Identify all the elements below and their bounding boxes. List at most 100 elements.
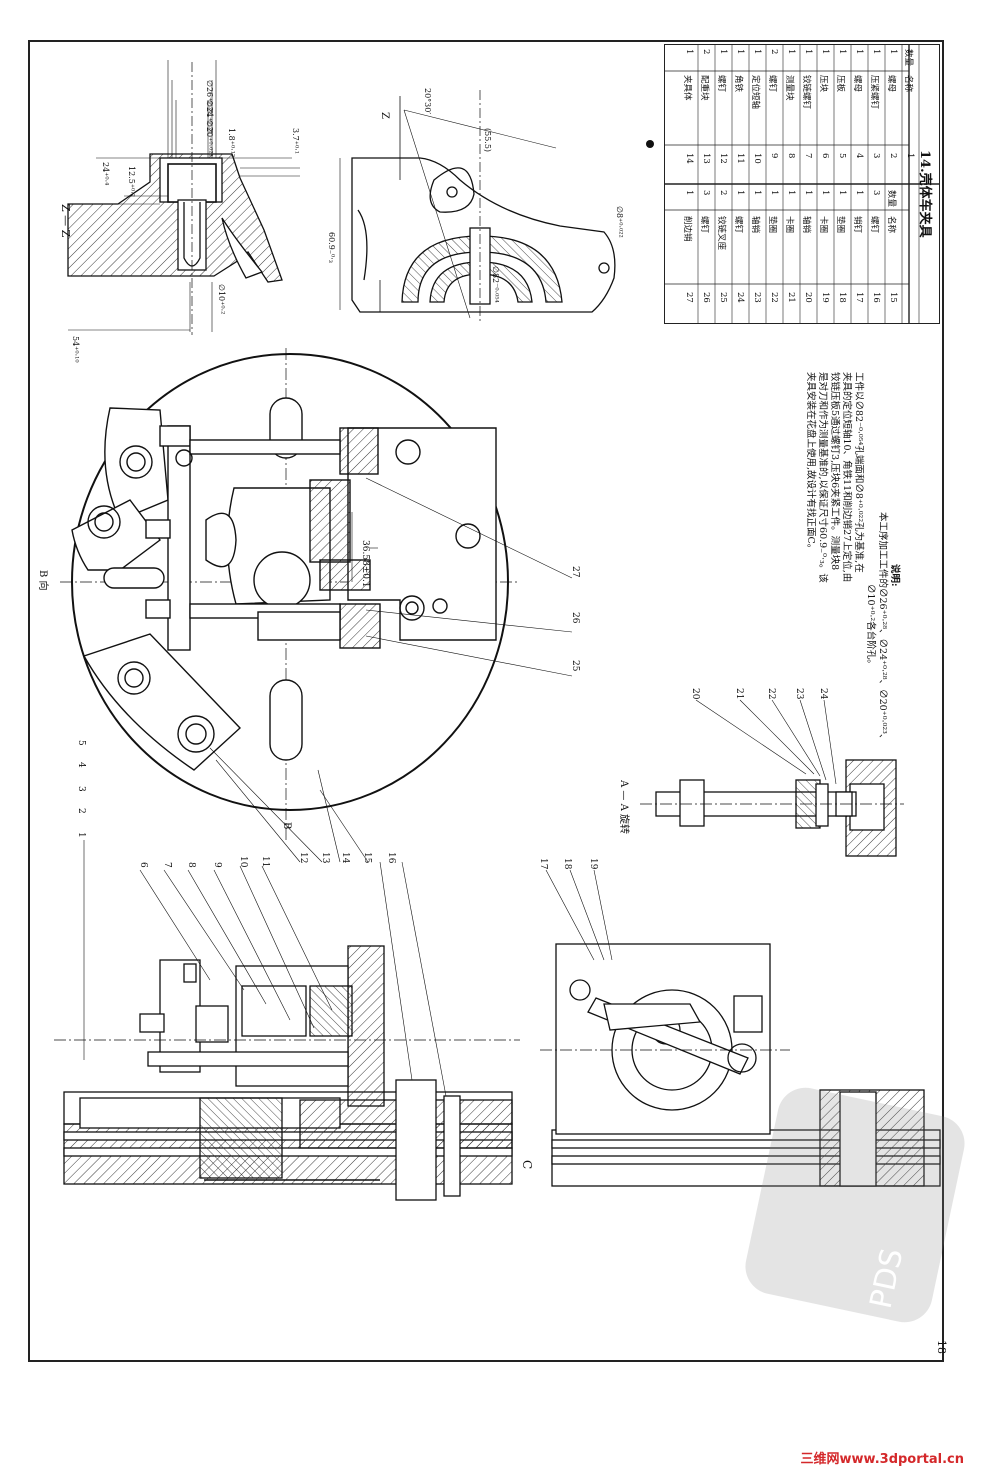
notes-line-5: 铰链压板5通过螺钉3,压块6夹紧工件。测量块8: [829, 372, 840, 571]
bom-left-row-16-no: 16: [871, 292, 881, 303]
callout-22: 22: [766, 688, 776, 700]
callout-17: 17: [538, 858, 548, 870]
bom-left-row-15-no: 15: [888, 292, 898, 303]
dim-3658: 36.58±0.1: [360, 540, 370, 588]
bom-left-row-27-no: 27: [684, 292, 694, 303]
bom-left-row-18-no: 18: [837, 292, 847, 303]
dim-h54: 54⁺⁰·¹⁰: [71, 336, 80, 363]
callout-8: 8: [186, 862, 196, 868]
bom-left-row-19-qty: 1: [820, 190, 830, 196]
bom-right-row-12-no: 12: [718, 153, 728, 164]
drawing-sheet-border: [28, 40, 944, 1362]
bom-left-row-23-name: 轴销: [750, 216, 760, 234]
bom-right-row-14-no: 14: [684, 153, 694, 164]
bom-left-row-26-qty: 3: [701, 190, 711, 196]
alignment-mark: [646, 140, 654, 148]
callout-6: 6: [138, 862, 148, 868]
footer-site-link[interactable]: 三维网www.3dportal.cn: [800, 1452, 964, 1467]
bom-left-row-27-name: 削边销: [682, 216, 692, 242]
bom-right-row-5-no: 5: [837, 153, 847, 159]
callout-21: 21: [734, 688, 744, 700]
bom-right-row-2-no: 2: [888, 153, 898, 159]
callout-3: 3: [76, 786, 86, 792]
bom-right-row-7-qty: 1: [803, 49, 813, 55]
bom-right-row-3-qty: 1: [871, 49, 881, 55]
bom-left-row-24-name: 螺钉: [733, 216, 743, 234]
dim-d10: ∅10⁺⁰·²: [217, 284, 226, 315]
callout-23: 23: [794, 688, 804, 700]
bom-left-row-18-name: 垫圈: [835, 216, 845, 234]
bom-left-row-17-no: 17: [854, 292, 864, 303]
bom-right-row-14-qty: 1: [684, 49, 694, 55]
bom-right-row-11-no: 11: [735, 153, 745, 164]
callout-2: 2: [76, 808, 86, 814]
bom-left-row-17-name: 销钉: [852, 216, 862, 234]
bom-left-row-20-name: 轴销: [801, 216, 811, 234]
aa-detail-view: [640, 699, 904, 857]
bom-left-row-27-qty: 1: [684, 190, 694, 196]
bom-right-row-9-name: 螺钉: [767, 75, 777, 93]
dim-r55: (55.5): [483, 128, 492, 153]
bom-left-row-25-qty: 2: [718, 190, 728, 196]
bom-right-row-2-qty: 1: [888, 49, 898, 55]
zz-section-view: [67, 60, 300, 335]
bom-right-row-11-name: 角铁: [733, 75, 743, 93]
bom-right-row-8-name: 测量块: [784, 75, 794, 101]
bom-right-row-6-no: 6: [820, 153, 830, 159]
bom-left-row-23-qty: 1: [752, 190, 762, 196]
bom-left-row-22-qty: 1: [769, 190, 779, 196]
notes-line-6: 是对刀和作为测量基准的,以保证尺寸60.9₋⁰·₃。该: [817, 372, 828, 583]
bom-left-row-19-no: 19: [820, 292, 830, 303]
bom-right-row-1-no: 1: [905, 153, 915, 159]
bom-left-row-17-qty: 1: [854, 190, 864, 196]
callout-20: 20: [690, 688, 700, 700]
page-number: 18: [935, 1340, 948, 1354]
bom-right-row-6-qty: 1: [820, 49, 830, 55]
notes-line-1: 本工序加工工件的∅26⁺⁰·²⁸、∅24⁺⁰·²⁸、∅20⁺⁰·⁰²³、: [877, 512, 888, 744]
bom-left-row-19-name: 卡圈: [818, 216, 828, 234]
bom-right-row-11-qty: 1: [735, 49, 745, 55]
bom-left-row-25-name: 铰链叉座: [716, 216, 726, 251]
bom-left-row-15-name: 名称: [886, 216, 896, 234]
bom-right-row-10-no: 10: [752, 153, 762, 164]
callout-15: 15: [362, 852, 372, 864]
notes-heading: 说明:: [889, 564, 900, 587]
bom-left-row-22-no: 22: [769, 292, 779, 303]
b-arrow-mark: B: [281, 822, 292, 830]
bom-right-row-2-name: 螺母: [886, 75, 896, 93]
top-plan-view: [339, 90, 616, 322]
bom-right-row-12-qty: 1: [718, 49, 728, 55]
bom-right-row-1-qty: 数量: [903, 49, 913, 67]
bom-right-row-1-name: 名称: [903, 75, 913, 93]
bom-left-row-21-no: 21: [786, 292, 796, 303]
c-datum-mark: C: [520, 1160, 534, 1170]
notes-line-7: 夹具安装在花盘上使用,故设计有找正面C。: [805, 372, 816, 554]
bom-right-row-8-no: 8: [786, 153, 796, 159]
bom-left-row-21-qty: 1: [786, 190, 796, 196]
aa-section-label: A — A 旋转: [618, 780, 629, 834]
dim-angle: 20°30′: [423, 88, 432, 115]
callout-26: 26: [570, 612, 580, 624]
bom-right-row-7-no: 7: [803, 153, 813, 159]
bom-right-row-6-name: 压块: [818, 75, 828, 93]
bom-right-row-10-name: 定位短轴: [750, 75, 760, 110]
callout-24: 24: [818, 688, 828, 700]
face-plate-view: [60, 348, 573, 863]
bom-left-row-16-qty: 3: [871, 190, 881, 196]
watermark-stamp: PDS: [745, 1087, 965, 1323]
bom-left-row-22-name: 垫圈: [767, 216, 777, 234]
dim-h24: 24⁺⁰·⁴: [101, 162, 110, 186]
bom-right-row-10-qty: 1: [752, 49, 762, 55]
bom-right-row-5-qty: 1: [837, 49, 847, 55]
callout-5: 5: [76, 740, 86, 746]
dim-d8: ∅8⁺⁰·⁰²²: [615, 206, 624, 238]
callout-13: 13: [320, 852, 330, 864]
callout-10: 10: [238, 856, 248, 868]
sheet-title: 14.壳体车夹具: [917, 150, 932, 238]
b-view-label: B 向: [37, 570, 48, 591]
bom-left-row-25-no: 25: [718, 292, 728, 303]
z-arrow-mark: Z: [379, 112, 390, 119]
bom-right-row-7-name: 铰链螺钉: [801, 75, 811, 110]
